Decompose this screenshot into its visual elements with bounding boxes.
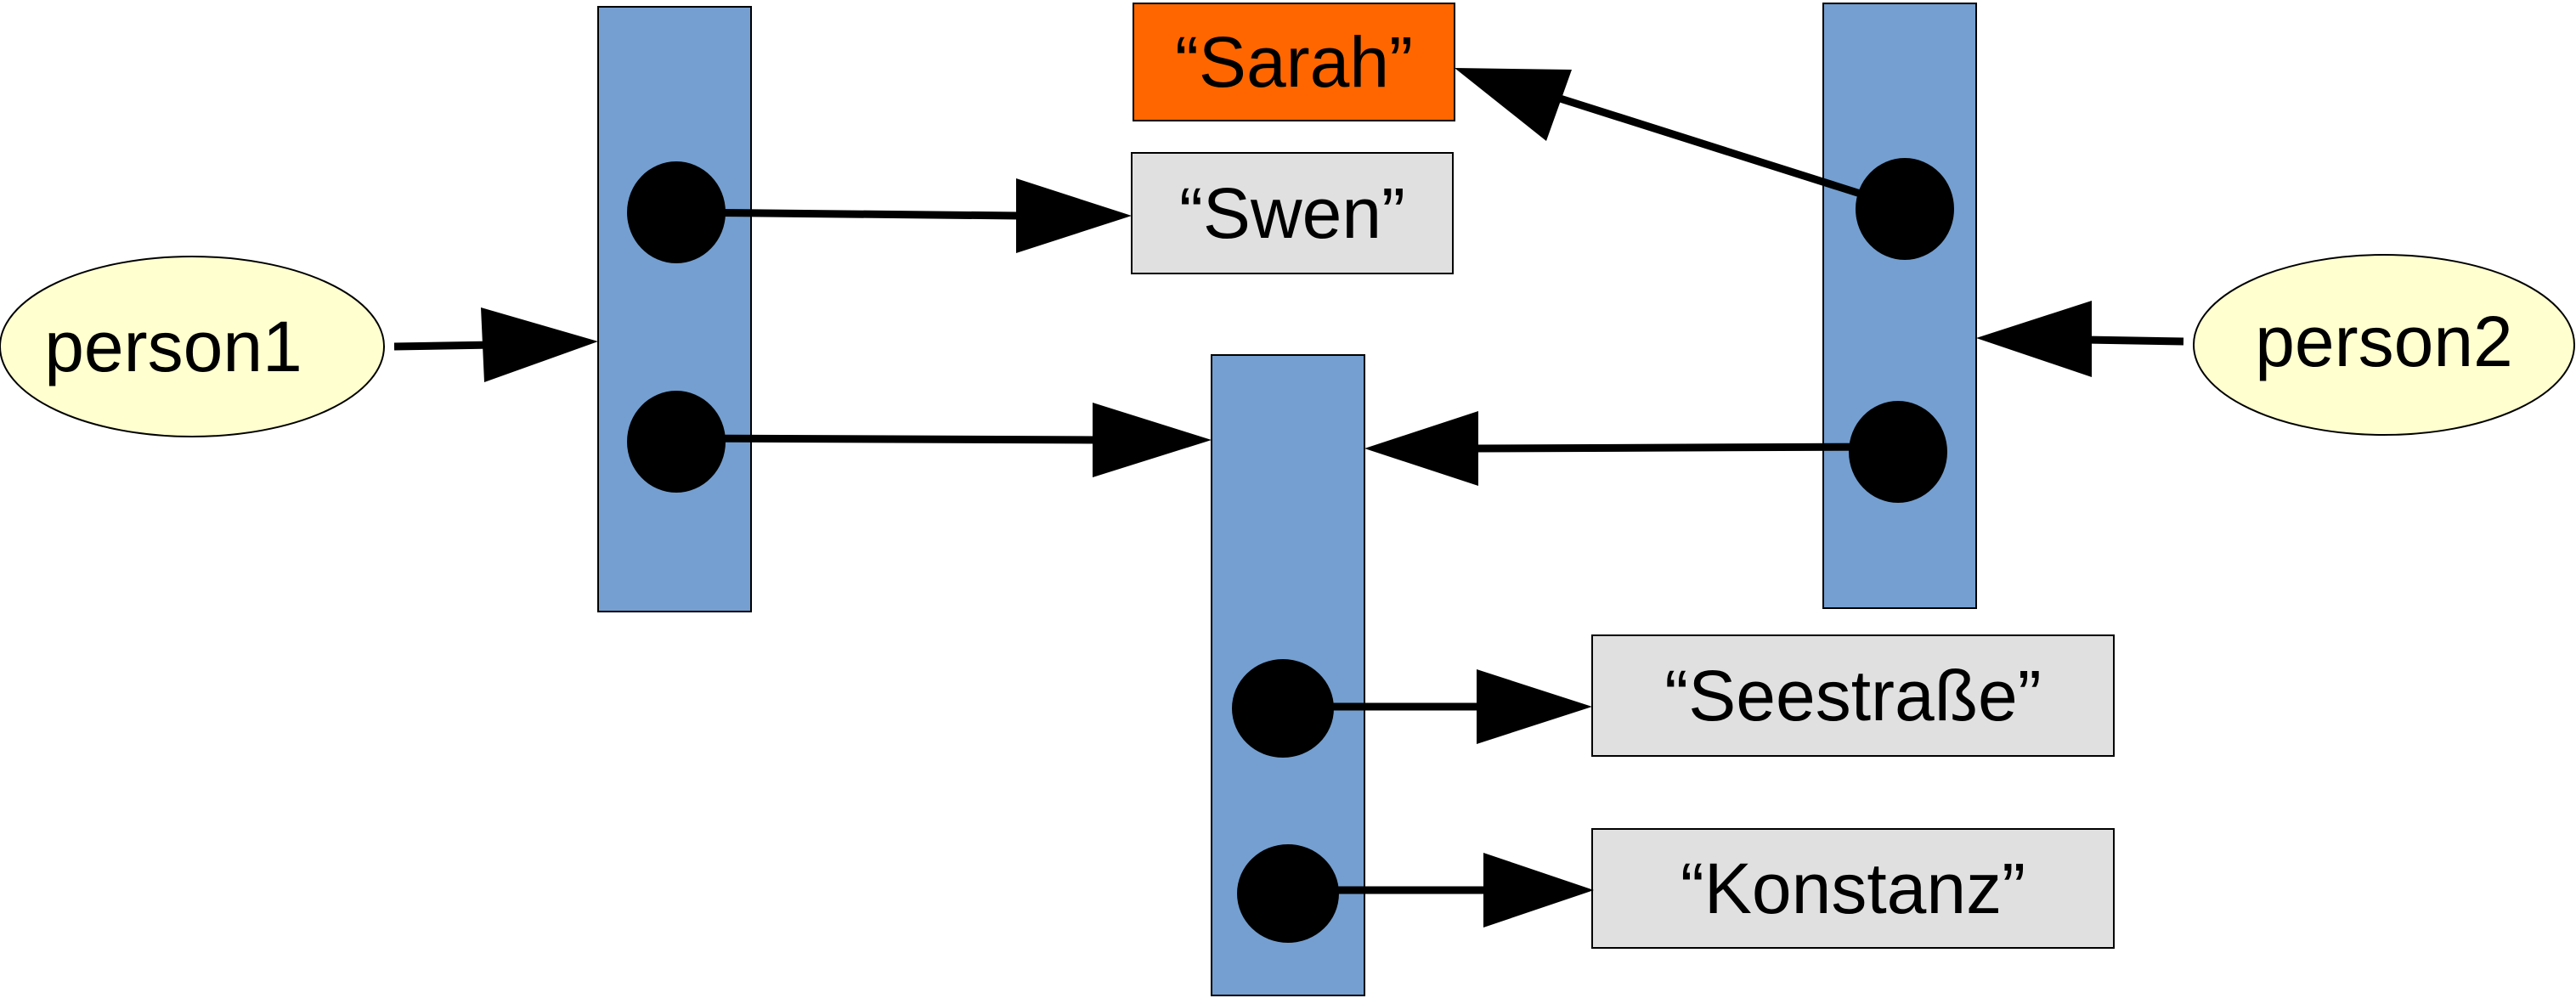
person1-variable-ellipse xyxy=(0,256,385,437)
person1-name-ref-dot xyxy=(627,161,726,263)
person1-arrow-head xyxy=(481,307,598,382)
person2-to-object-line xyxy=(2084,335,2184,346)
person2-variable-label: person2 xyxy=(2255,302,2513,381)
swen-string-box xyxy=(1131,152,1454,274)
street-string-label: “Seestraße” xyxy=(1664,656,2041,736)
sarah-string-box xyxy=(1133,3,1455,121)
person2-name-ref-dot xyxy=(1856,158,1954,260)
city-arrow-head xyxy=(1483,853,1594,928)
person2-object-bar xyxy=(1822,3,1977,609)
person1-to-object-line xyxy=(393,341,495,351)
person2-name-ref-line xyxy=(1553,93,1905,211)
person2-arrow-head xyxy=(1976,301,2092,377)
person1-object-bar xyxy=(597,6,752,612)
address-arrow-head-left xyxy=(1093,403,1212,477)
address-arrow-head-right xyxy=(1364,411,1478,486)
person1-variable-label: person1 xyxy=(44,307,302,386)
person1-address-ref-dot xyxy=(627,391,726,493)
street-string-box xyxy=(1591,634,2115,757)
address-city-ref-dot xyxy=(1237,844,1339,943)
city-string-box xyxy=(1591,828,2115,949)
person1-address-ref-line xyxy=(675,434,1099,444)
person2-address-ref-dot xyxy=(1849,401,1947,503)
swen-string-label: “Swen” xyxy=(1179,173,1405,253)
person1-name-ref-line xyxy=(675,208,1020,220)
sarah-arrow-head xyxy=(1455,68,1572,141)
address-street-ref-dot xyxy=(1232,659,1334,758)
city-string-label: “Konstanz” xyxy=(1681,849,2025,928)
person2-address-ref-line xyxy=(1474,443,1899,453)
person2-variable-ellipse xyxy=(2193,254,2575,436)
street-arrow-head xyxy=(1477,669,1592,744)
swen-arrow-head xyxy=(1016,178,1132,253)
sarah-string-label: “Sarah” xyxy=(1175,22,1413,102)
